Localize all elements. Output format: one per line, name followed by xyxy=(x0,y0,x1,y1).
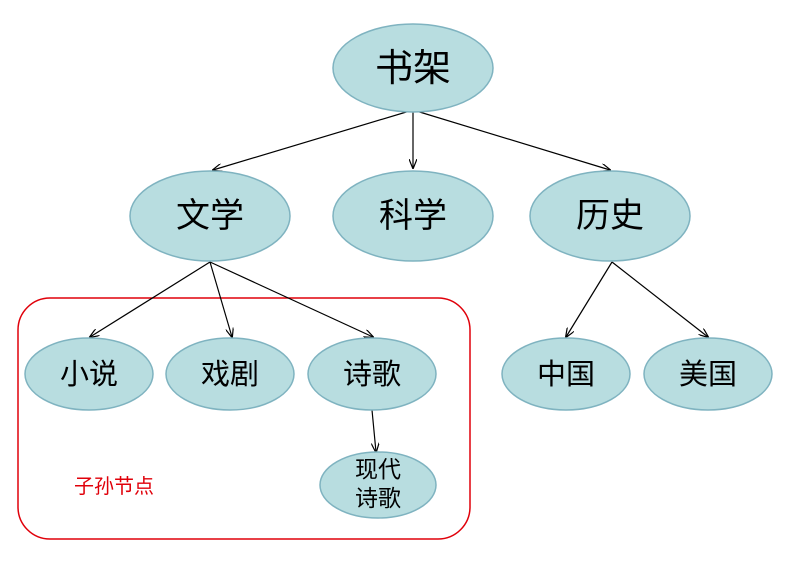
node-modern-poetry: 现代 诗歌 xyxy=(319,451,437,519)
node-novel-label: 小说 xyxy=(60,357,118,391)
edge-history-china xyxy=(566,261,613,337)
node-drama-label: 戏剧 xyxy=(201,357,259,391)
edge-poetry-modern xyxy=(372,409,376,452)
node-poetry: 诗歌 xyxy=(307,337,437,411)
node-modern-poetry-label-line2: 诗歌 xyxy=(355,486,401,512)
node-literature-label: 文学 xyxy=(176,196,244,236)
node-drama: 戏剧 xyxy=(165,337,295,411)
node-science: 科学 xyxy=(332,170,494,262)
edge-literature-novel xyxy=(90,261,211,337)
node-poetry-label: 诗歌 xyxy=(343,357,401,391)
node-history-label: 历史 xyxy=(576,196,644,236)
node-root-label: 书架 xyxy=(375,46,451,90)
node-root: 书架 xyxy=(332,23,494,113)
node-china: 中国 xyxy=(501,337,631,411)
edge-root-history xyxy=(412,109,610,170)
node-novel: 小说 xyxy=(24,337,154,411)
edge-literature-poetry xyxy=(209,261,373,337)
node-history: 历史 xyxy=(529,170,691,262)
node-literature: 文学 xyxy=(129,170,291,262)
edge-history-usa xyxy=(611,261,708,337)
descendant-group-box xyxy=(17,297,471,540)
node-usa-label: 美国 xyxy=(679,357,737,391)
edge-literature-drama xyxy=(209,261,232,337)
edge-root-literature xyxy=(213,109,414,170)
node-science-label: 科学 xyxy=(379,196,447,236)
node-modern-poetry-label-line1: 现代 xyxy=(355,457,401,483)
node-china-label: 中国 xyxy=(537,357,595,391)
descendant-group-label: 子孙节点 xyxy=(74,474,154,498)
node-usa: 美国 xyxy=(643,337,773,411)
